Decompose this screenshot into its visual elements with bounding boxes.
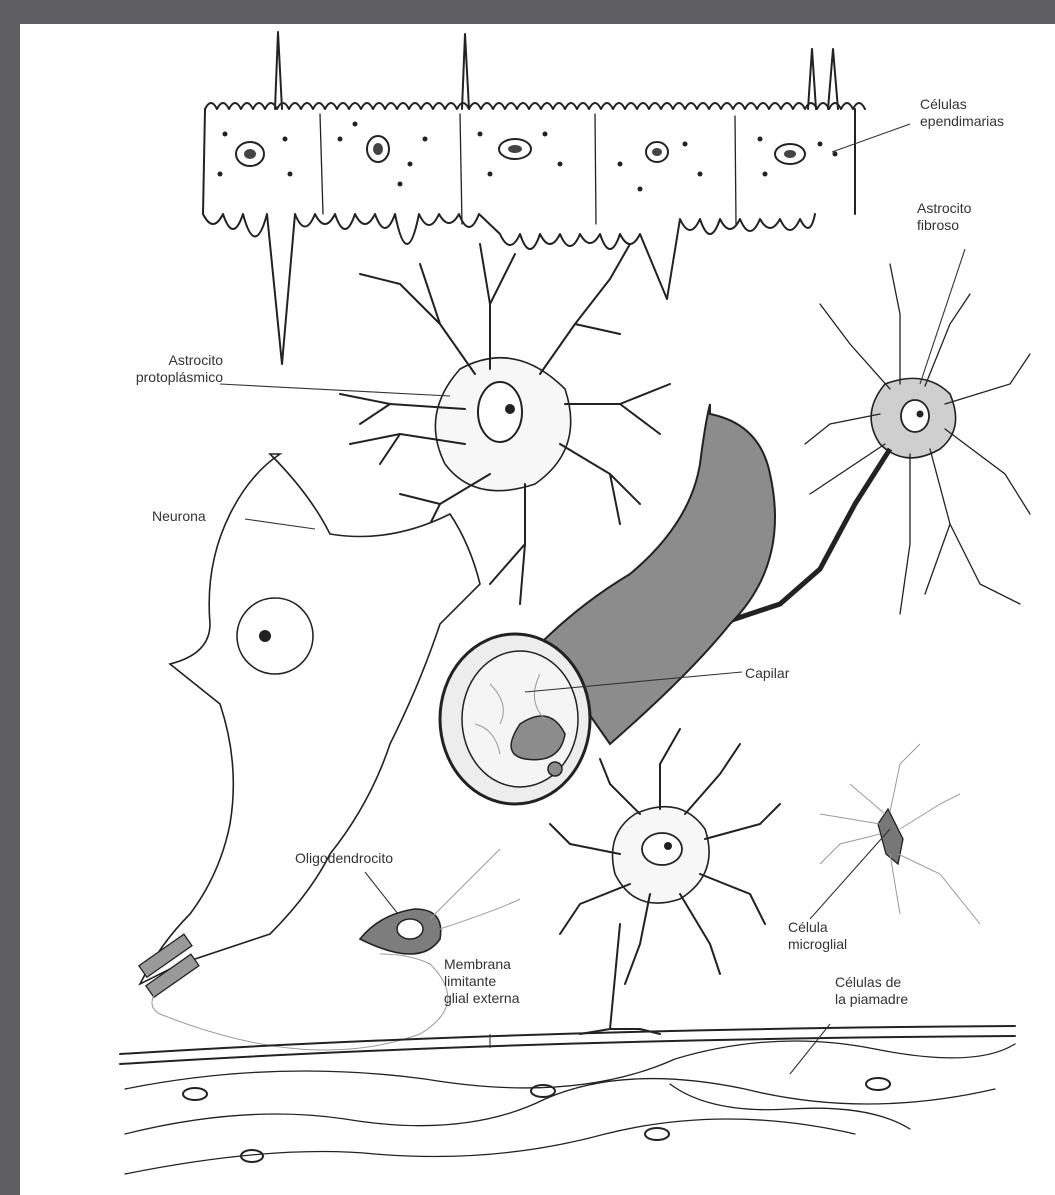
lower-astrocyte-nucleus — [642, 833, 682, 865]
astrocyte-nucleus — [478, 382, 522, 442]
ependymal-cilium — [828, 49, 838, 109]
label-line: la piamadre — [835, 991, 908, 1008]
label-pia-mater-cells: Células de la piamadre — [835, 974, 908, 1008]
ependymal-cilium — [275, 32, 282, 109]
lower-astrocyte — [550, 729, 780, 1034]
label-line: microglial — [788, 936, 847, 953]
ependymal-basal-processes — [203, 214, 815, 364]
ependymal-cell-body — [203, 109, 855, 214]
fibrous-astrocyte-nucleus — [901, 400, 929, 432]
label-neuron: Neurona — [152, 508, 206, 525]
neuron-nucleus — [237, 598, 313, 674]
label-line: limitante — [444, 973, 520, 990]
label-line: Células — [920, 96, 1004, 113]
glial-limiting-membrane — [120, 1026, 1015, 1064]
label-line: glial externa — [444, 990, 520, 1007]
label-capillary: Capilar — [745, 665, 789, 682]
ependymal-cilium — [808, 49, 816, 109]
label-ependymal-cells: Células ependimarias — [920, 96, 1004, 130]
pia-cell-nucleus — [183, 1088, 207, 1100]
label-line: Células de — [835, 974, 908, 991]
label-line: ependimarias — [920, 113, 1004, 130]
neuron-body — [140, 454, 480, 984]
label-fibrous-astrocyte: Astrocito fibroso — [917, 200, 971, 234]
ependymal-granules — [218, 122, 838, 192]
diagram-canvas: Células ependimarias Astrocito fibroso A… — [20, 24, 1055, 1195]
label-oligodendrocyte: Oligodendrocito — [295, 850, 393, 867]
label-microglial-cell: Célula microglial — [788, 919, 847, 953]
label-line: Astrocito — [68, 352, 223, 369]
pia-mater — [120, 1026, 1015, 1174]
microglial-cell — [820, 744, 980, 924]
label-line: Astrocito — [917, 200, 971, 217]
label-line: fibroso — [917, 217, 971, 234]
ependymal-cilium — [462, 34, 469, 109]
label-line: protoplásmico — [68, 369, 223, 386]
label-line: Membrana — [444, 956, 520, 973]
ependymal-apical-border — [205, 103, 865, 109]
label-glial-limiting-membrane: Membrana limitante glial externa — [444, 956, 520, 1007]
label-line: Célula — [788, 919, 847, 936]
ependymal-layer — [203, 32, 865, 364]
label-protoplasmic-astrocyte: Astrocito protoplásmico — [68, 352, 223, 386]
ependymal-cell-junction — [320, 114, 736, 224]
pia-cell-outline — [125, 1041, 1015, 1174]
glial-cells-illustration — [20, 24, 1055, 1195]
